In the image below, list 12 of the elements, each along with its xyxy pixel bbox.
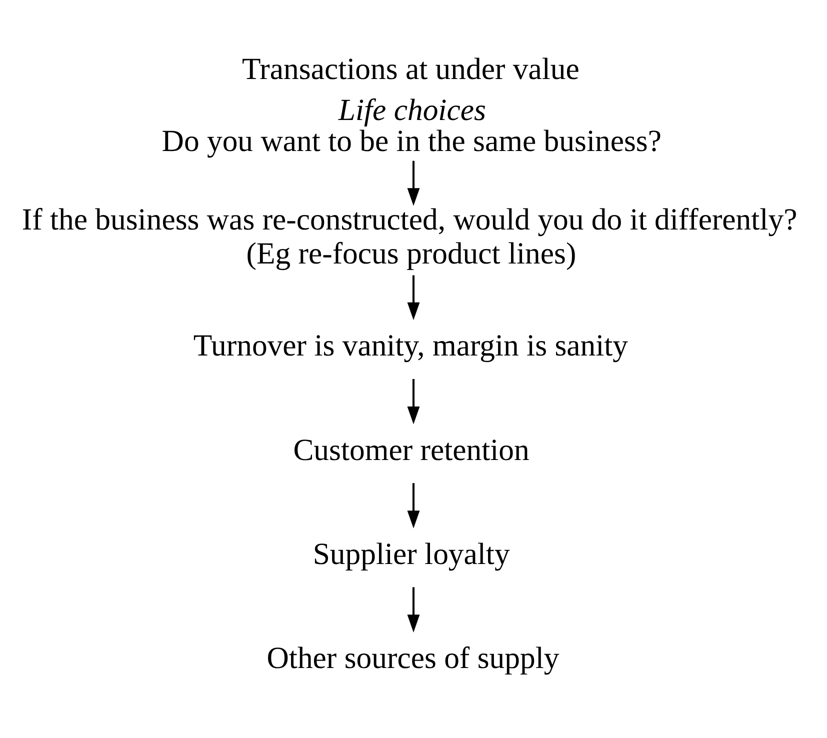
node-text: Customer retention [293,432,530,466]
diagram-title: Transactions at under value [242,52,580,86]
node-text: Turnover is vanity, margin is sanity [193,328,628,362]
node-text: Other sources of supply [266,640,560,674]
arrow [407,274,420,320]
arrow [407,482,420,528]
node-text: Supplier loyalty [312,536,510,570]
arrow [407,160,420,206]
arrow [407,586,420,632]
node-text: If the business was re-constructed, would you do it differently? (Eg re-focus product lines) [22,202,798,270]
arrow [407,378,420,424]
node-text: Life choices Do you want to be in the same business? [162,92,662,158]
